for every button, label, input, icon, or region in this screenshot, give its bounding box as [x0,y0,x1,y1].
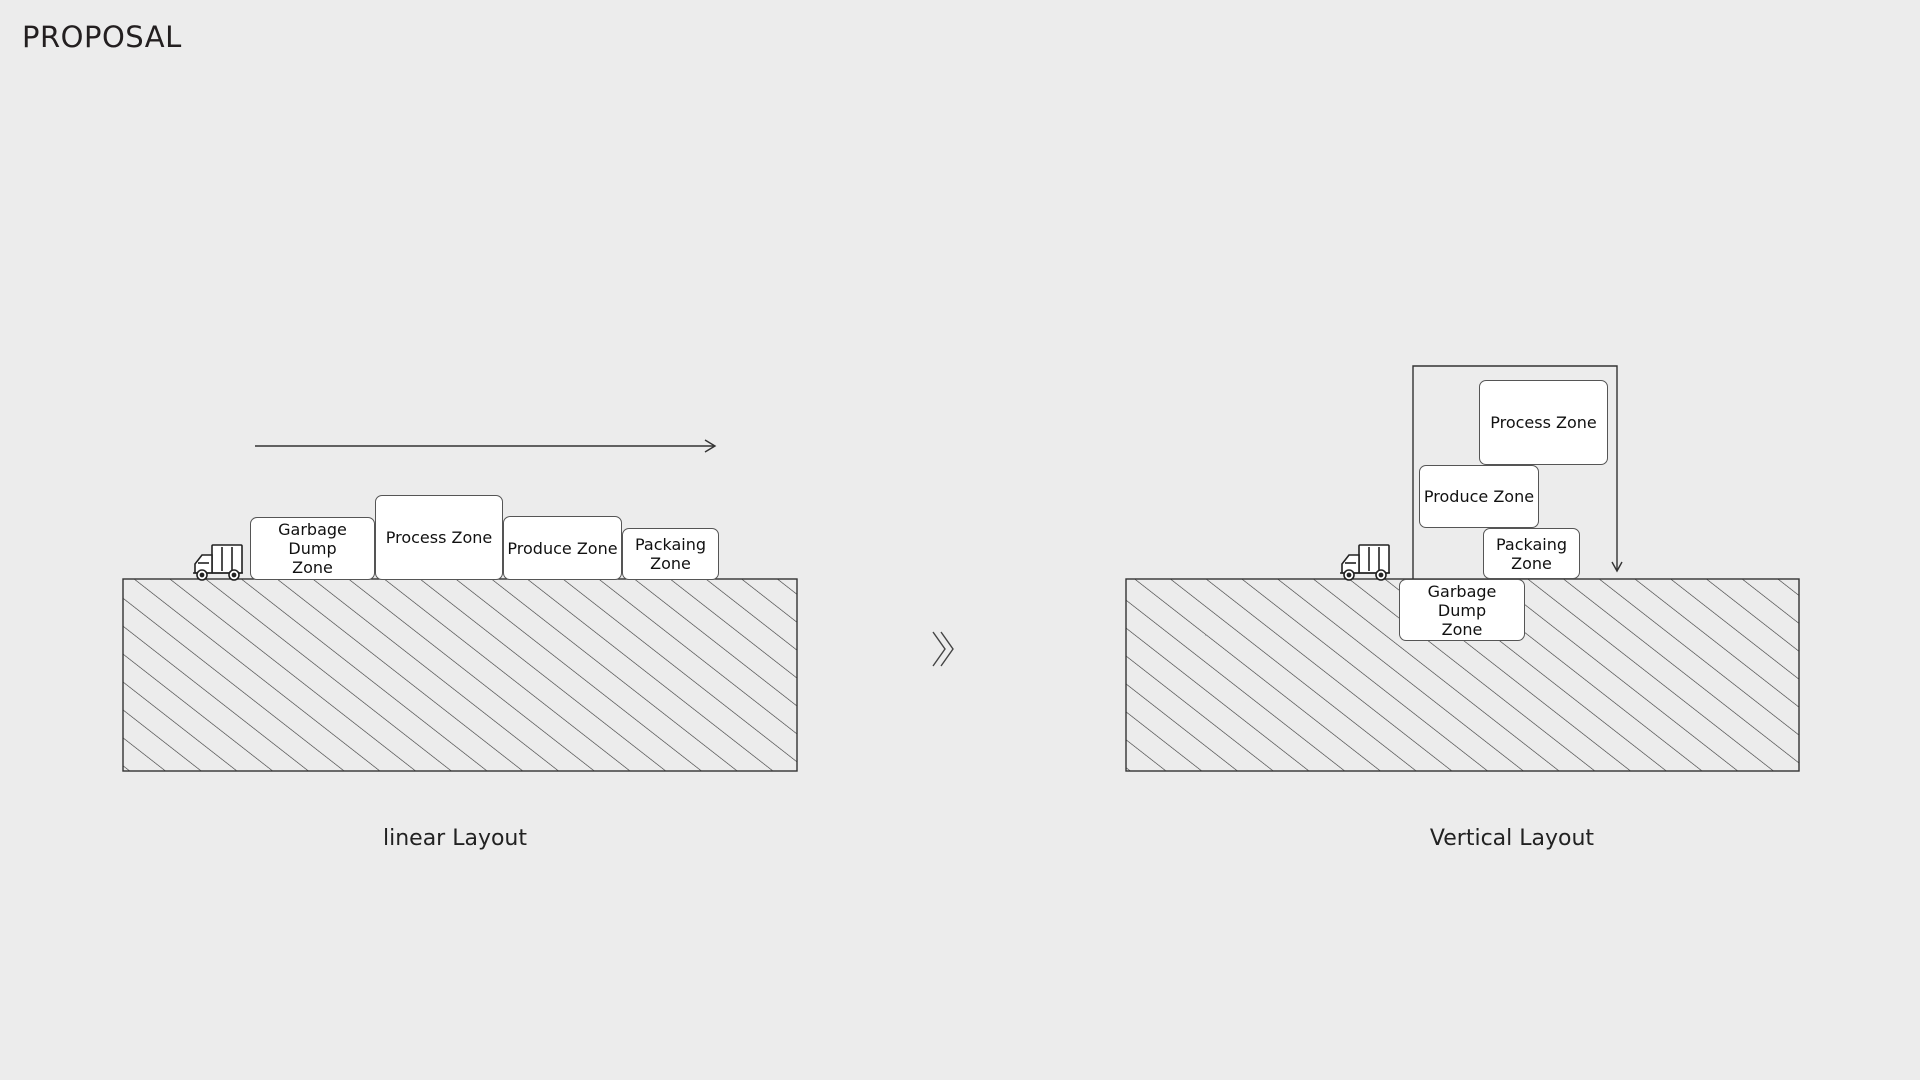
left-packaging-zone: Packaing Zone [622,528,719,580]
left-layout-caption: linear Layout [382,826,527,851]
left-produce-zone: Produce Zone [503,516,622,580]
truck-icon [193,544,243,581]
truck-icon [1340,544,1390,581]
right-packaging-zone: Packaing Zone [1483,528,1580,579]
flow-loop-arrow [1412,365,1623,579]
left-garbage-dump-zone: Garbage Dump Zone [250,517,375,580]
page-title: PROPOSAL [22,20,182,54]
right-process-zone: Process Zone [1479,380,1608,465]
right-produce-zone: Produce Zone [1419,465,1539,528]
right-layout-caption: Vertical Layout [1429,826,1595,851]
left-process-zone: Process Zone [375,495,503,580]
left-ground-block [122,578,798,772]
right-garbage-dump-zone: Garbage Dump Zone [1399,579,1525,641]
arrow-right-icon [255,439,717,453]
double-chevron-right-icon [932,631,954,667]
